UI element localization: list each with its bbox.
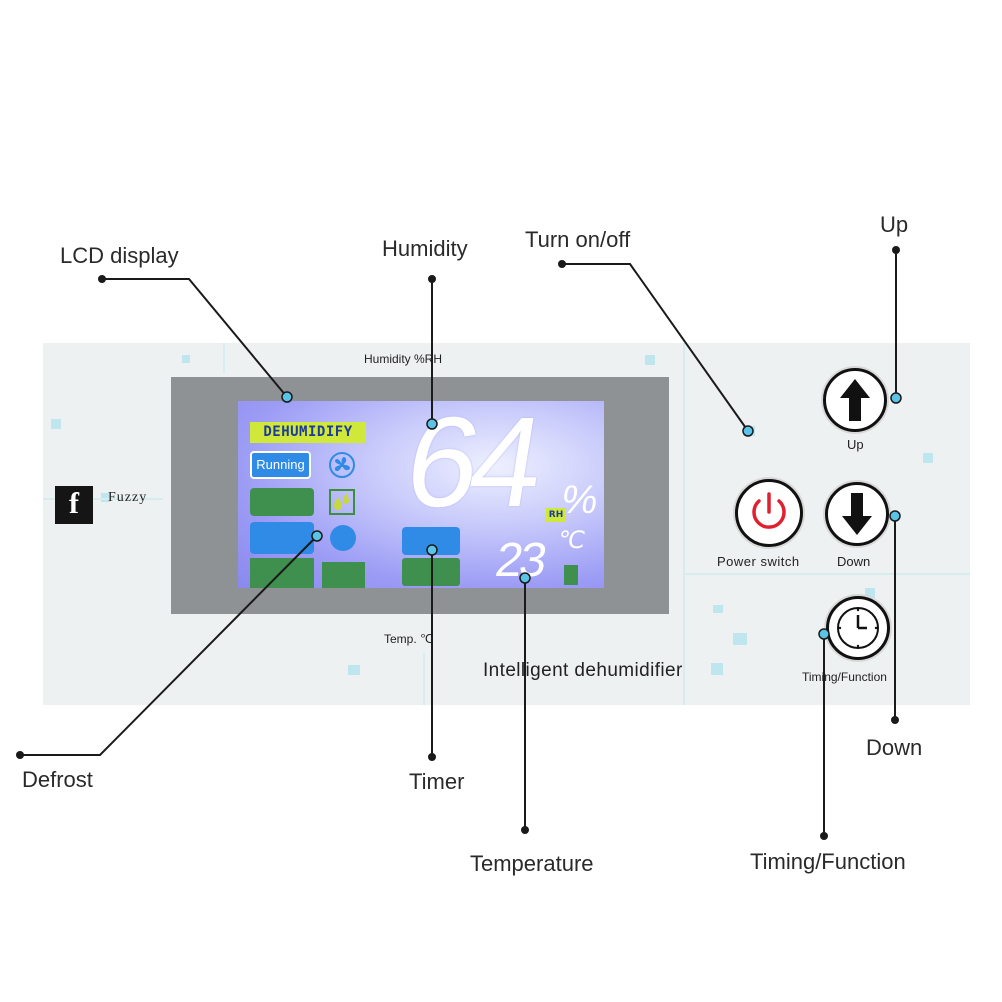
status-segment bbox=[250, 488, 314, 516]
target-marker bbox=[519, 572, 531, 584]
defrost-indicator bbox=[330, 525, 356, 551]
leader-dot bbox=[892, 246, 900, 254]
leader-dot bbox=[820, 832, 828, 840]
humidity-unit-tag: RH bbox=[546, 508, 566, 522]
callout-lcd-display: LCD display bbox=[60, 243, 179, 268]
panel-pattern bbox=[101, 493, 110, 502]
callout-down: Down bbox=[866, 735, 923, 760]
panel-pattern bbox=[711, 663, 723, 675]
target-marker bbox=[890, 392, 902, 404]
target-marker bbox=[311, 530, 323, 542]
panel-pattern bbox=[645, 355, 655, 365]
panel-pattern bbox=[423, 653, 425, 705]
up-button[interactable] bbox=[823, 368, 887, 432]
arrow-up-icon bbox=[840, 379, 870, 421]
callout-humidity: Humidity bbox=[382, 236, 468, 261]
callout-timing-function: Timing/Function bbox=[750, 849, 906, 874]
arrow-down-icon bbox=[842, 493, 872, 535]
panel-pattern bbox=[713, 605, 723, 613]
panel-pattern bbox=[348, 665, 360, 675]
power-button[interactable] bbox=[735, 479, 803, 547]
leader-dot bbox=[428, 753, 436, 761]
lcd-display-leader bbox=[102, 278, 288, 398]
callout-timer: Timer bbox=[409, 769, 465, 794]
running-indicator: Running bbox=[250, 451, 311, 479]
leader-dot bbox=[521, 826, 529, 834]
down-button[interactable] bbox=[825, 482, 889, 546]
target-marker bbox=[426, 544, 438, 556]
fan-icon bbox=[329, 452, 355, 478]
leader-dot bbox=[428, 275, 436, 283]
callout-turn-on-off: Turn on/off bbox=[525, 227, 631, 252]
panel-pattern bbox=[683, 573, 970, 575]
defrost-leader bbox=[20, 535, 318, 756]
status-segment bbox=[250, 558, 314, 588]
power-icon bbox=[752, 492, 786, 529]
panel-pattern bbox=[683, 343, 685, 705]
callout-defrost: Defrost bbox=[22, 767, 93, 792]
target-marker bbox=[889, 510, 901, 522]
target-marker bbox=[742, 425, 754, 437]
temp-panel-label: Temp. ℃ bbox=[384, 632, 434, 646]
panel-pattern bbox=[923, 453, 933, 463]
water-tank-icon bbox=[329, 489, 355, 515]
leader-dot bbox=[16, 751, 24, 759]
target-marker bbox=[818, 628, 830, 640]
clock-icon bbox=[837, 607, 879, 649]
timing-function-button[interactable] bbox=[826, 596, 890, 660]
panel-pattern bbox=[865, 588, 875, 598]
panel-pattern bbox=[182, 355, 190, 363]
callout-up: Up bbox=[880, 212, 909, 237]
leader-dot bbox=[558, 260, 566, 268]
brand-logo: f bbox=[55, 486, 93, 524]
panel-pattern bbox=[733, 633, 747, 645]
target-marker bbox=[281, 391, 293, 403]
status-segment bbox=[322, 562, 365, 588]
panel-pattern bbox=[223, 343, 225, 373]
leader-dot bbox=[98, 275, 106, 283]
target-marker bbox=[426, 418, 438, 430]
turn-on-off-leader bbox=[562, 263, 749, 432]
humidity-panel-label: Humidity %RH bbox=[364, 352, 443, 366]
panel-pattern bbox=[43, 498, 163, 500]
panel-pattern bbox=[51, 419, 61, 429]
brand-name: Fuzzy bbox=[108, 490, 148, 505]
mode-indicator: DEHUMIDIFY bbox=[250, 422, 366, 443]
power-button-label: Power switch bbox=[717, 554, 800, 569]
callout-temperature: Temperature bbox=[470, 851, 594, 876]
product-name: Intelligent dehumidifier bbox=[483, 660, 683, 681]
down-button-label: Down bbox=[837, 554, 871, 569]
up-button-label: Up bbox=[847, 437, 864, 452]
status-segment bbox=[564, 565, 578, 585]
leader-dot bbox=[891, 716, 899, 724]
